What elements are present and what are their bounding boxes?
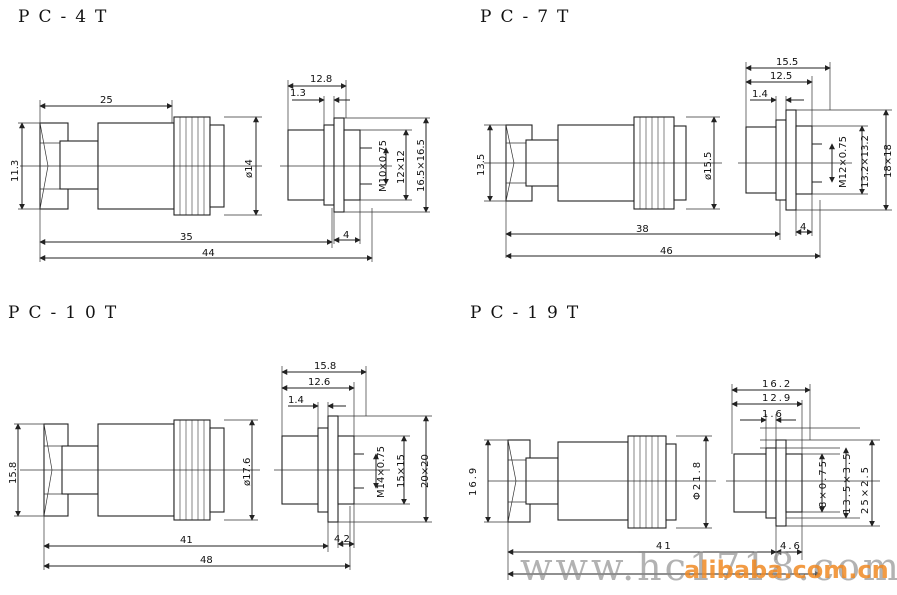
pc7t-dim-155: 15.5	[776, 57, 798, 68]
pc10t-dim-48: 48	[200, 555, 213, 566]
pc4t-dim-128: 12.8	[310, 74, 332, 85]
pc10t-drawing: PC-10T 15.8 ø17.6 41 48	[8, 303, 432, 570]
pc10t-dim-diameter: ø17.6	[242, 458, 253, 486]
pc4t-dim-25: 25	[100, 95, 113, 106]
pc19t-title: PC-19T	[470, 303, 587, 323]
pc4t-dim-165: 16.5×16.5	[416, 139, 427, 192]
pc7t-dim-38: 38	[636, 224, 649, 235]
pc4t-dim-diameter: ø14	[244, 159, 255, 178]
pc4t-lens	[59, 140, 99, 190]
pc4t-dim-thread: M10×0.75	[378, 140, 389, 192]
pc4t-dim-hex: 11.3	[10, 160, 21, 182]
watermark-url: www.hc1718.com	[520, 545, 897, 589]
pc19t-dim-162: 16.2	[762, 379, 792, 390]
watermark-brand: alibaba.com.cn	[684, 556, 889, 584]
pc4t-dim-44: 44	[202, 248, 215, 259]
pc7t-dim-18: 18×18	[883, 144, 894, 178]
pc19t-dim-46: 4.6	[780, 541, 802, 552]
pc7t-dim-hex: 13.5	[476, 154, 487, 176]
pc19t-dim-25: 25×2.5	[860, 465, 871, 514]
pc7t-dim-46: 46	[660, 246, 673, 257]
pc7t-dim-thread: M12×0.75	[838, 136, 849, 188]
pc7t-title: PC-7T	[480, 7, 577, 27]
pc10t-dim-thread: M14×0.75	[376, 446, 387, 498]
pc19t-dim-diameter: Φ21.8	[692, 460, 703, 500]
pc10t-dim-15: 15×15	[396, 454, 407, 488]
pc4t-dim-35: 35	[180, 232, 193, 243]
pc19t-dim-129: 12.9	[762, 393, 792, 404]
pc4t-rear-lens	[287, 129, 329, 201]
pc10t-dim-158: 15.8	[314, 361, 336, 372]
pc10t-dim-20: 20×20	[420, 454, 431, 488]
pc10t-dim-hex: 15.8	[8, 462, 19, 484]
pc10t-dim-41: 41	[180, 535, 193, 546]
pc10t-dim-42: 4.2	[334, 534, 350, 545]
pc4t-dim-12x12: 12×12	[396, 150, 407, 184]
pc7t-dim-125: 12.5	[770, 71, 792, 82]
pc4t-title: PC-4T	[18, 7, 115, 27]
pc19t-dim-hex: 16.9	[468, 466, 479, 496]
pc7t-dim-132: 13.2×13.2	[860, 135, 871, 188]
pc19t-drawing: PC-19T 16.9 Φ21.8 16.2	[468, 303, 880, 580]
pc7t-dim-14: 1.4	[752, 89, 768, 100]
pc19t-dim-16: 1.6	[762, 409, 784, 420]
pc10t-title: PC-10T	[8, 303, 125, 323]
pc10t-dim-126: 12.6	[308, 377, 330, 388]
pc19t-dim-thread: 8×0.75	[818, 459, 829, 508]
pc19t-dim-41: 41	[656, 541, 673, 552]
pc7t-dim-diameter: ø15.5	[703, 152, 714, 180]
pc4t-drawing: PC-4T 25 11.3 ø14	[10, 7, 430, 262]
pc4t-dim-13: 1.3	[290, 88, 306, 99]
pc7t-drawing: PC-7T 13.5 ø15.5 38 46	[476, 7, 894, 259]
pc4t-dim-4: 4	[343, 230, 349, 241]
pc19t-dim-135: 13.5×3.5	[842, 451, 853, 514]
pc7t-dim-4: 4	[800, 222, 806, 233]
pc10t-dim-14: 1.4	[288, 395, 304, 406]
pc19t-rear-lens	[733, 453, 771, 513]
